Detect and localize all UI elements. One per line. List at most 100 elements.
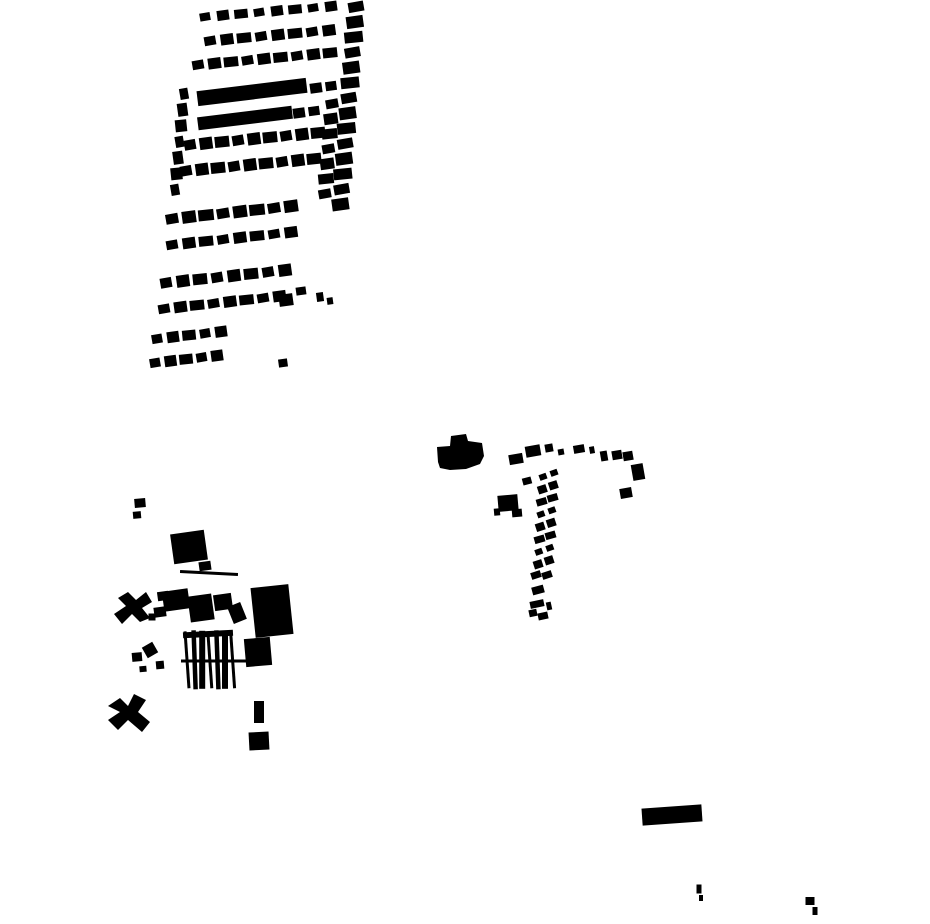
building-footprint [173,300,188,314]
building-footprint [179,164,193,177]
building-footprint [159,276,173,289]
building-footprint [535,496,548,507]
building-footprint [619,487,633,499]
building-footprint [196,77,308,107]
building-footprint [178,353,194,365]
building-footprint [232,204,248,219]
building-footprint [210,161,226,175]
building-footprint [175,274,191,288]
building-footprint [256,52,272,66]
building-footprint [290,50,304,62]
building-footprint [538,472,548,481]
building-footprint [189,299,205,311]
building-footprint [181,329,197,341]
building-footprint [238,294,255,306]
building-footprint [212,592,234,612]
building-footprint [246,131,262,146]
building-footprint [283,225,299,239]
cluster-west-campus [108,498,294,751]
building-footprint [249,230,265,242]
building-footprint [333,167,353,181]
building-footprint [191,59,205,71]
building-footprint [319,157,335,171]
building-footprint [321,128,338,140]
building-footprint [207,56,222,70]
building-footprint [243,267,259,281]
building-footprint [531,584,545,596]
building-footprint [210,271,224,284]
building-footprint [164,212,180,225]
building-footprint [343,30,364,44]
building-footprint [157,303,171,315]
building-footprint [317,188,332,200]
building-footprint [165,239,179,251]
building-footprint [176,102,189,117]
building-footprint [215,207,231,220]
building-footprint [547,480,559,491]
building-footprint [537,611,549,621]
building-footprint [148,613,156,621]
building-footprint [805,897,815,905]
building-footprint [326,297,334,305]
building-footprint [223,56,239,68]
building-footprint [336,121,357,135]
building-footprint [174,135,185,148]
building-footprint [345,14,365,30]
building-footprint [696,884,702,894]
building-footprint [275,155,289,168]
building-footprint [108,694,150,732]
building-footprint [324,80,338,92]
building-footprint [336,137,354,150]
building-footprint [195,352,208,363]
building-footprint [197,208,215,222]
building-footprint [242,157,258,172]
building-footprint [277,358,289,368]
building-footprint [543,555,555,566]
building-footprint [174,119,188,133]
building-footprint [321,143,336,155]
building-footprint [534,547,544,556]
building-footprint [170,529,208,565]
building-footprint [253,7,265,18]
building-footprint [183,631,191,689]
building-footprint [181,210,197,224]
building-footprint [287,27,303,40]
building-footprint [232,231,248,244]
building-footprint [341,60,361,75]
building-footprint [338,106,357,121]
building-footprint [331,197,350,212]
building-footprint [222,295,238,308]
cluster-northwest-grid [149,0,365,369]
building-footprint [305,26,319,38]
building-footprint [229,631,237,689]
building-footprint [544,530,557,541]
building-footprint [210,349,224,362]
building-footprint [199,11,211,22]
building-footprint [290,153,306,168]
building-footprint [192,272,208,286]
building-footprint [248,731,270,751]
building-footprint [287,4,303,15]
building-footprint [528,608,538,618]
building-footprint [270,28,286,42]
building-footprint [532,559,544,570]
building-footprint [557,448,565,456]
building-footprint [307,105,321,117]
building-footprint [141,641,159,659]
cluster-central-village [437,434,646,621]
building-footprint [236,32,252,44]
building-footprint [306,47,321,61]
building-footprint [166,330,180,344]
building-footprint [227,160,241,173]
building-footprint [599,450,609,462]
building-footprint [156,590,170,602]
building-footprint [134,498,146,508]
building-footprint [343,46,361,59]
building-footprint [322,47,338,59]
building-footprint [307,2,319,13]
building-footprint [254,701,264,723]
building-footprint [277,263,293,278]
building-footprint [333,182,351,196]
building-footprint [178,87,190,100]
